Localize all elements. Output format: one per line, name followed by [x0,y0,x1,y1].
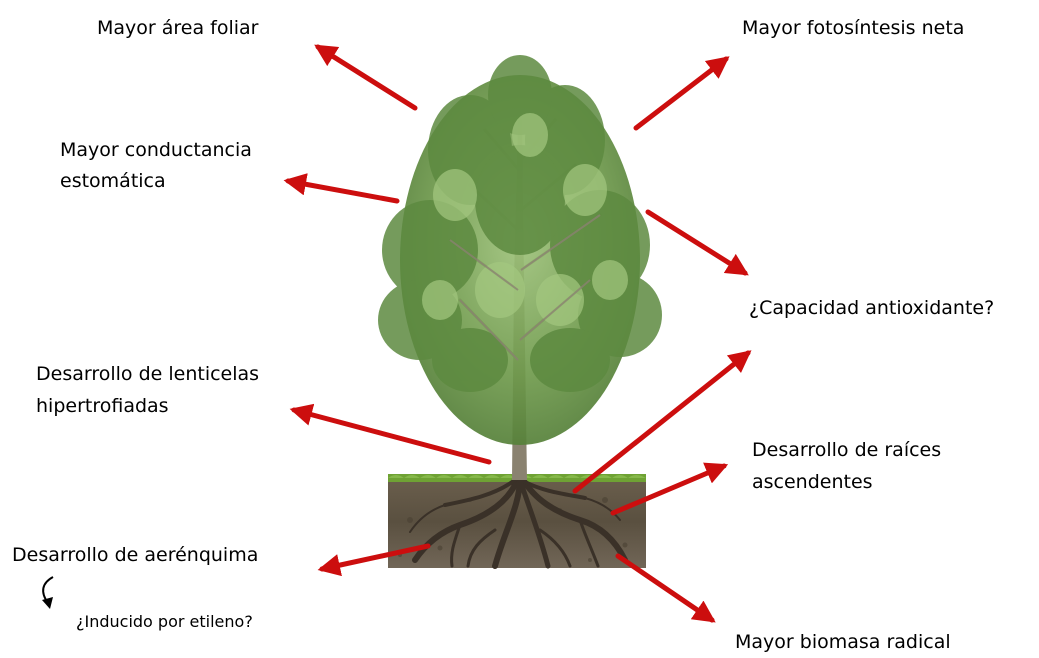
label-ascending-roots-line2: ascendentes [752,470,873,495]
curved-down-arrow-icon [42,577,53,609]
label-lenticels-line1: Desarrollo de lenticelas [36,362,259,387]
arrow-net-photosynthesis [636,59,726,128]
label-root-biomass: Mayor biomasa radical [735,630,951,655]
arrow-antioxidant-canopy [648,212,745,273]
label-stomatal-conductance-line2: estomática [60,169,166,194]
label-antioxidant-capacity: ¿Capacidad antioxidante? [749,296,994,321]
tree-crown [378,55,662,445]
arrow-leaf-area [318,47,415,108]
label-net-photosynthesis: Mayor fotosíntesis neta [742,16,964,41]
label-ethylene: ¿Inducido por etileno? [76,612,253,632]
label-ascending-roots-line1: Desarrollo de raíces [752,438,941,463]
label-aerenchyma: Desarrollo de aerénquima [12,543,258,568]
label-leaf-area: Mayor área foliar [97,16,259,41]
label-stomatal-conductance-line1: Mayor conductancia [60,138,252,163]
label-lenticels-line2: hipertrofiadas [36,394,169,419]
arrow-root-biomass [618,556,712,620]
arrow-stomatal-conductance [288,181,397,201]
